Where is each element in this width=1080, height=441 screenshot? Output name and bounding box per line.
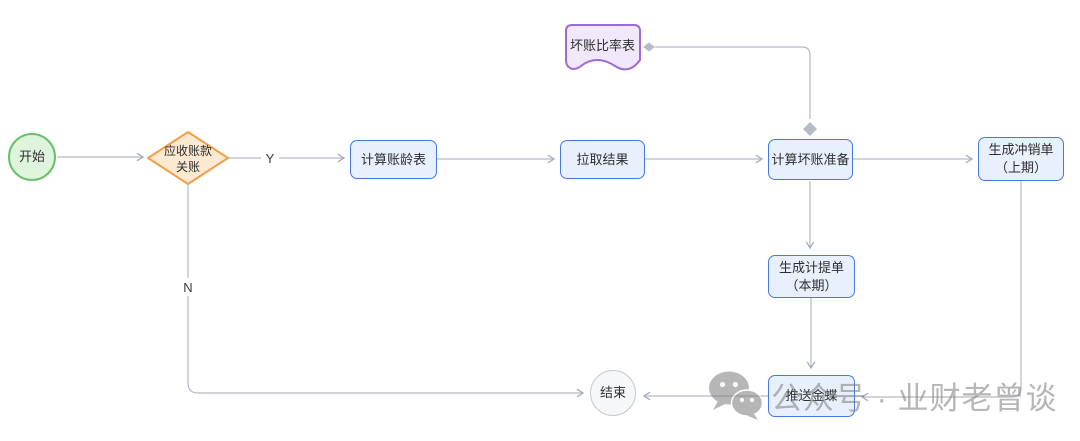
- edge-decision-end: [187, 184, 585, 398]
- decision-diamond-shape: [147, 131, 229, 185]
- process-calc-aging: 计算账龄表: [350, 140, 437, 179]
- document-shape: [565, 24, 641, 71]
- diamond-marker-end: [803, 122, 817, 136]
- end-node: 结束: [590, 370, 636, 416]
- diamond-marker-start: [643, 42, 655, 52]
- edge-doc-baddebt: [655, 46, 811, 119]
- document-bad-debt-ratio: 坏账比率表: [565, 38, 640, 55]
- bad-debt-ratio-label: 坏账比率表: [569, 38, 635, 53]
- gen-writeoff-line2: （上期）: [994, 160, 1047, 175]
- branch-yes-label: Y: [261, 149, 279, 167]
- pull-result-label: 拉取结果: [576, 151, 629, 167]
- process-pull-result: 拉取结果: [560, 140, 645, 179]
- calc-aging-label: 计算账龄表: [360, 151, 426, 167]
- end-label: 结束: [599, 385, 626, 401]
- process-gen-accrual: 生成计提单 （本期）: [768, 255, 855, 298]
- gen-writeoff-line1: 生成冲销单: [988, 142, 1054, 158]
- calc-bad-debt-label: 计算坏账准备: [771, 151, 850, 167]
- process-calc-bad-debt: 计算坏账准备: [768, 139, 853, 180]
- push-kingdee-label: 推送金蝶: [785, 388, 838, 404]
- branch-no-label: N: [179, 278, 197, 296]
- start-label: 开始: [18, 149, 45, 165]
- edge-writeoff-push: [860, 181, 1022, 402]
- decision-label-line2: 关账: [175, 159, 200, 174]
- start-node: 开始: [8, 133, 56, 181]
- gen-accrual-line2: （本期）: [785, 277, 838, 293]
- decision-label-line1: 应收账款: [163, 144, 212, 158]
- decision-node: 应收账款 关账: [146, 144, 230, 175]
- process-gen-writeoff: 生成冲销单 （上期）: [978, 137, 1064, 181]
- gen-accrual-line1: 生成计提单: [778, 259, 844, 275]
- process-push-kingdee: 推送金蝶: [768, 375, 855, 417]
